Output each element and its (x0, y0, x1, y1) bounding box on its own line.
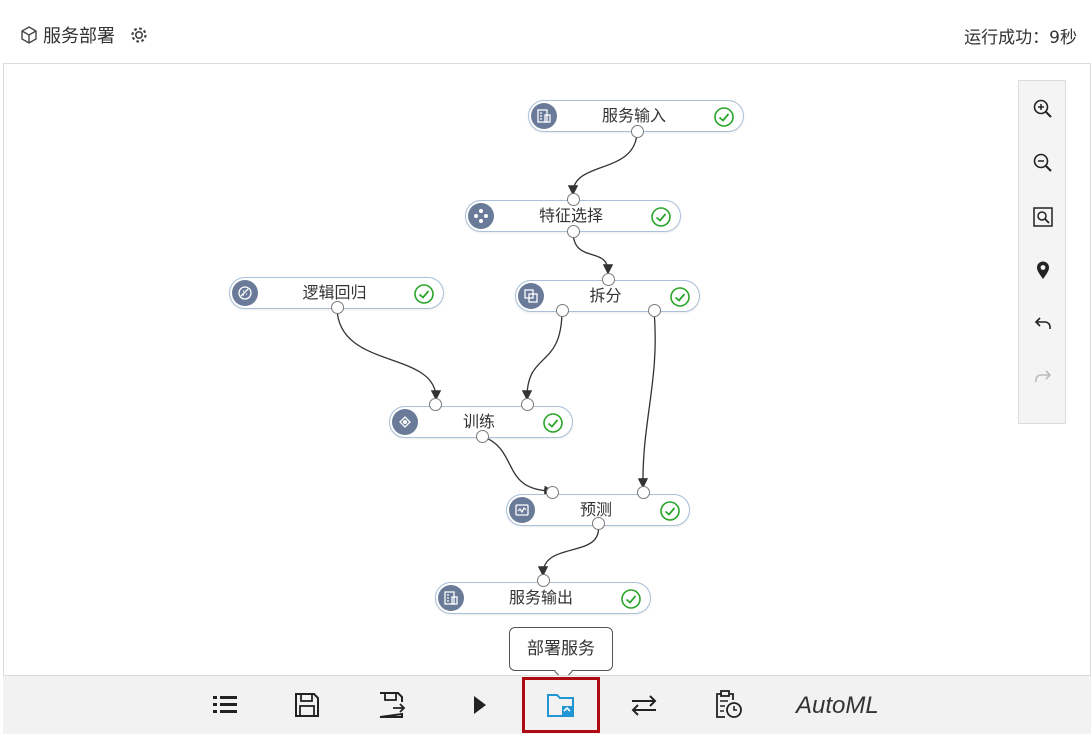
node-predict[interactable]: 预测 (506, 494, 690, 526)
port-output[interactable] (331, 301, 344, 314)
run-status: 运行成功：9秒 (964, 27, 1077, 48)
train-icon (392, 409, 418, 435)
swap-icon[interactable] (627, 688, 661, 722)
redo-icon[interactable] (1031, 364, 1055, 388)
node-label: 预测 (579, 500, 612, 519)
deploy-service-button[interactable] (522, 677, 600, 733)
node-label: 服务输入 (601, 106, 666, 125)
bottom-toolbar: AutoML (3, 675, 1091, 734)
deploy-folder-icon (547, 694, 574, 717)
zoom-in-icon[interactable] (1031, 97, 1055, 121)
run-icon[interactable] (462, 688, 496, 722)
port-input-left[interactable] (429, 398, 442, 411)
regression-icon (232, 280, 258, 306)
success-check-icon (543, 413, 563, 433)
port-output-left[interactable] (556, 304, 569, 317)
port-input-left[interactable] (546, 486, 559, 499)
fit-view-icon[interactable] (1031, 205, 1055, 229)
save-as-icon[interactable] (375, 688, 409, 722)
node-label: 训练 (462, 412, 495, 431)
deploy-tooltip: 部署服务 (509, 627, 613, 671)
node-label: 拆分 (589, 286, 622, 305)
success-check-icon (621, 589, 641, 609)
cube-icon (19, 25, 39, 45)
save-icon[interactable] (290, 688, 324, 722)
list-icon[interactable] (208, 688, 242, 722)
undo-icon[interactable] (1031, 311, 1055, 335)
split-icon (518, 283, 544, 309)
node-label: 服务输出 (508, 588, 573, 607)
port-input-right[interactable] (637, 486, 650, 499)
port-input[interactable] (602, 273, 615, 286)
node-label: 特征选择 (538, 206, 603, 225)
port-output[interactable] (631, 125, 644, 138)
gear-icon[interactable] (129, 25, 149, 45)
port-input[interactable] (537, 574, 550, 587)
port-output[interactable] (476, 430, 489, 443)
port-output[interactable] (567, 225, 580, 238)
header-title-group: 服务部署 (19, 22, 149, 48)
feature-select-icon (468, 203, 494, 229)
table-icon (531, 103, 557, 129)
success-check-icon (651, 207, 671, 227)
port-output[interactable] (592, 517, 605, 530)
zoom-toolbar (1018, 80, 1066, 424)
port-input[interactable] (567, 193, 580, 206)
predict-icon (509, 497, 535, 523)
automl-button[interactable]: AutoML (796, 692, 879, 719)
table-icon (438, 585, 464, 611)
success-check-icon (670, 287, 690, 307)
location-pin-icon[interactable] (1031, 258, 1055, 282)
zoom-out-icon[interactable] (1031, 151, 1055, 175)
success-check-icon (714, 107, 734, 127)
success-check-icon (414, 284, 434, 304)
node-label: 逻辑回归 (302, 283, 367, 302)
port-input-right[interactable] (521, 398, 534, 411)
port-output-right[interactable] (648, 304, 661, 317)
page-title: 服务部署 (43, 26, 115, 47)
header: 服务部署 运行成功：9秒 (3, 0, 1091, 64)
schedule-icon[interactable] (711, 688, 745, 722)
success-check-icon (660, 501, 680, 521)
